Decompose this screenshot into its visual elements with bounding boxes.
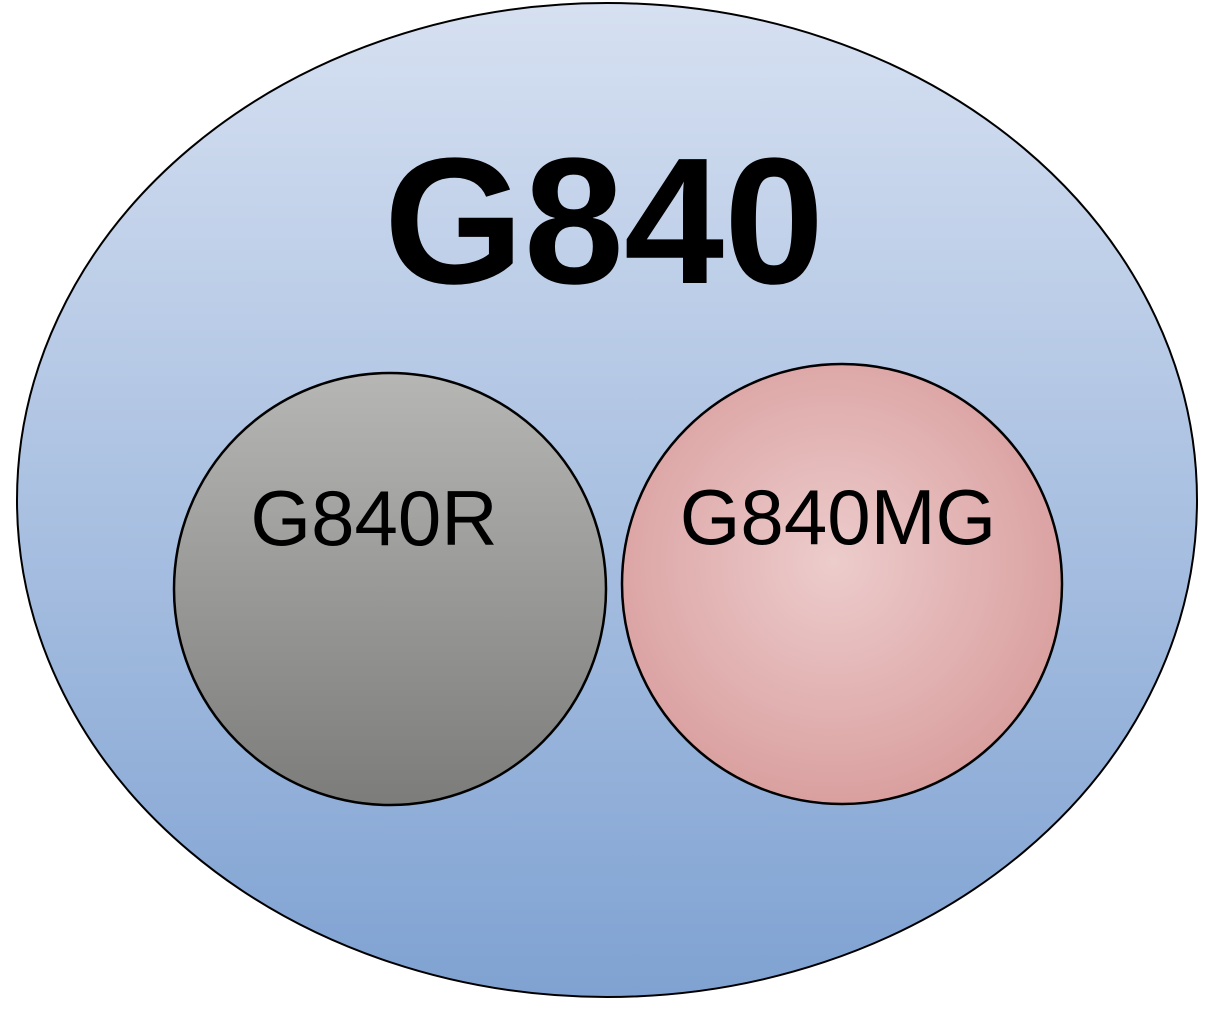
inner-set-label-g840mg: G840MG [680, 473, 996, 561]
inner-set-circle-g840r [172, 371, 608, 807]
inner-set-circle-g840mg [620, 362, 1064, 806]
outer-set-label: G840 [384, 121, 824, 322]
inner-set-label-g840r: G840R [250, 474, 497, 562]
